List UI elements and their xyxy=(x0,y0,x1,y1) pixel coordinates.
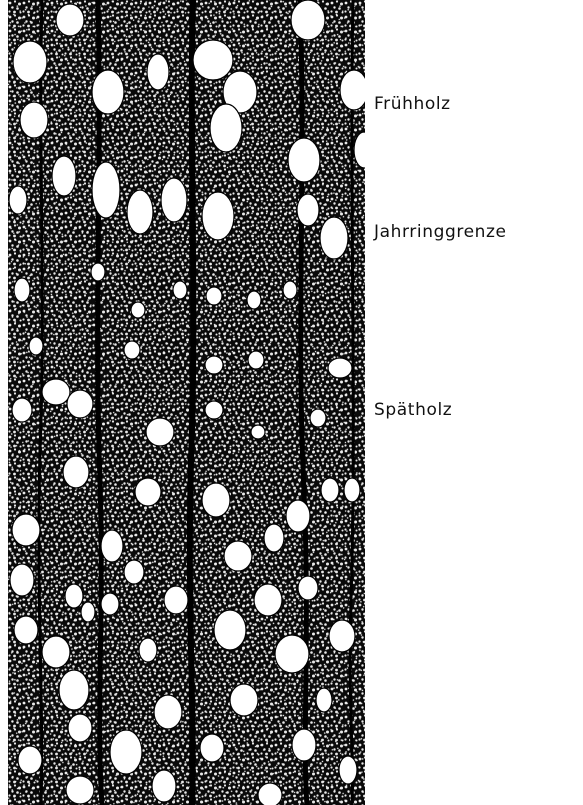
vessel-pore xyxy=(13,41,47,83)
vessel-pore xyxy=(81,602,95,622)
vessel-pore xyxy=(292,729,316,761)
vessel-pore xyxy=(205,401,223,419)
vessel-pore xyxy=(288,138,320,182)
vessel-pore xyxy=(254,584,282,616)
vessel-pore xyxy=(147,54,169,90)
vessel-pore xyxy=(9,186,27,214)
vessel-pore xyxy=(131,302,145,318)
vessel-pore xyxy=(193,40,233,80)
vessel-pore xyxy=(173,281,187,299)
vessel-pore xyxy=(20,102,48,138)
label-latewood: Spätholz xyxy=(374,400,452,420)
vessel-pore xyxy=(52,156,76,196)
vessel-pore xyxy=(63,456,89,488)
vessel-pore xyxy=(340,70,365,110)
vessel-pore xyxy=(127,190,153,234)
vessel-pore xyxy=(321,478,339,502)
vessel-pore xyxy=(251,425,265,439)
vessel-pore xyxy=(283,281,297,299)
vessel-pore xyxy=(205,356,223,374)
vessel-pore xyxy=(316,688,332,712)
vessel-pore xyxy=(161,178,187,222)
wood-ray-3 xyxy=(190,0,193,805)
vessel-pore xyxy=(91,263,105,281)
vessel-pore xyxy=(154,695,182,729)
vessel-pore xyxy=(59,670,89,710)
vessel-pore xyxy=(66,776,94,804)
vessel-pore xyxy=(200,734,224,762)
vessel-pore xyxy=(297,194,319,226)
vessel-pore xyxy=(248,351,264,369)
vessel-pore xyxy=(12,514,40,546)
vessel-pore xyxy=(10,564,34,596)
wood-micrograph xyxy=(8,0,365,805)
vessel-pore xyxy=(101,530,123,562)
vessel-pore xyxy=(344,478,360,502)
vessel-pore xyxy=(286,500,310,532)
vessel-pore xyxy=(92,70,124,114)
label-earlywood: Frühholz xyxy=(374,94,451,114)
vessel-pore xyxy=(29,337,43,355)
vessel-pore xyxy=(124,341,140,359)
vessel-pore xyxy=(224,541,252,571)
vessel-pore xyxy=(230,684,258,716)
vessel-pore xyxy=(65,584,83,608)
vessel-pore xyxy=(14,616,38,644)
vessel-pore xyxy=(14,278,30,302)
vessel-pore xyxy=(329,620,355,652)
vessel-pore xyxy=(298,576,318,600)
vessel-pore xyxy=(328,358,352,378)
vessel-pore xyxy=(139,638,157,662)
vessel-pore xyxy=(310,409,326,427)
vessel-pore xyxy=(258,783,282,805)
vessel-pore xyxy=(164,586,188,614)
vessel-pore xyxy=(202,192,234,240)
vessel-pore xyxy=(214,610,246,650)
vessel-pore xyxy=(56,4,84,36)
vessel-pore xyxy=(275,635,309,673)
vessel-pore xyxy=(18,746,42,774)
vessel-pore xyxy=(110,730,142,774)
vessel-pore xyxy=(124,560,144,584)
vessel-pore xyxy=(210,104,242,152)
vessel-pore xyxy=(42,636,70,668)
vessel-pore xyxy=(101,593,119,615)
vessel-pore xyxy=(339,756,357,784)
vessel-pore xyxy=(206,287,222,305)
vessel-pore xyxy=(92,162,120,218)
vessel-pore xyxy=(42,379,70,405)
vessel-pore xyxy=(68,714,92,742)
vessel-pore xyxy=(135,478,161,506)
vessel-pore xyxy=(320,217,348,259)
vessel-pore xyxy=(152,770,176,802)
vessel-pore xyxy=(247,291,261,309)
vessel-pore xyxy=(146,418,174,446)
vessel-pore xyxy=(291,0,325,40)
vessel-pore xyxy=(12,398,32,422)
vessel-pore xyxy=(264,524,284,552)
label-growth-ring-boundary: Jahrringgrenze xyxy=(374,222,507,242)
vessel-pore xyxy=(67,390,93,418)
vessel-pore xyxy=(202,483,230,517)
